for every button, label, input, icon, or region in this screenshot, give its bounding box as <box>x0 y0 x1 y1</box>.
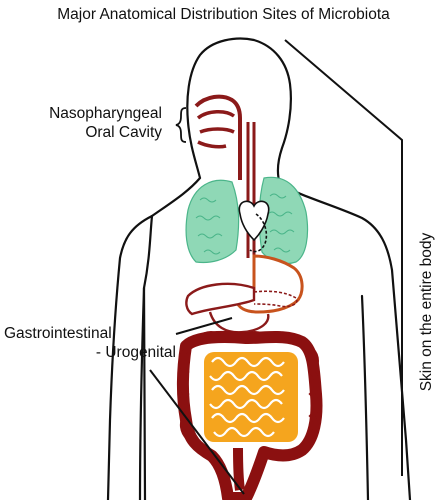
heart-dashed-outline <box>249 213 268 253</box>
left-arm-outline <box>106 214 154 500</box>
diagram-title: Major Anatomical Distribution Sites of M… <box>57 6 390 23</box>
nasal-cavity <box>194 94 242 180</box>
urogenital-leader-line <box>149 369 245 495</box>
pancreas <box>253 290 298 308</box>
colon-bumps <box>179 331 319 440</box>
lung-texture <box>195 193 295 255</box>
gi-leader-line <box>175 317 233 335</box>
rectum <box>233 447 245 491</box>
right-arm-outline <box>360 294 370 500</box>
nasopharyngeal-label-line1: Nasopharyngeal <box>49 105 162 122</box>
gastrointestinal-label-line2: - Urogenital <box>95 344 176 361</box>
small-intestine-coils <box>209 356 285 438</box>
gastrointestinal-label: Gastrointestinal - Urogenital <box>0 324 176 362</box>
left-lung <box>185 179 240 264</box>
oral-cavity <box>196 110 236 149</box>
naso-brace <box>175 107 187 143</box>
nasopharyngeal-label: Nasopharyngeal Oral Cavity <box>0 104 162 142</box>
liver <box>185 282 256 316</box>
skin-bracket <box>284 39 403 476</box>
nasopharyngeal-label-line2: Oral Cavity <box>85 124 162 141</box>
gastrointestinal-label-line1: Gastrointestinal <box>4 325 112 342</box>
heart <box>238 200 270 242</box>
lungs <box>185 176 309 265</box>
